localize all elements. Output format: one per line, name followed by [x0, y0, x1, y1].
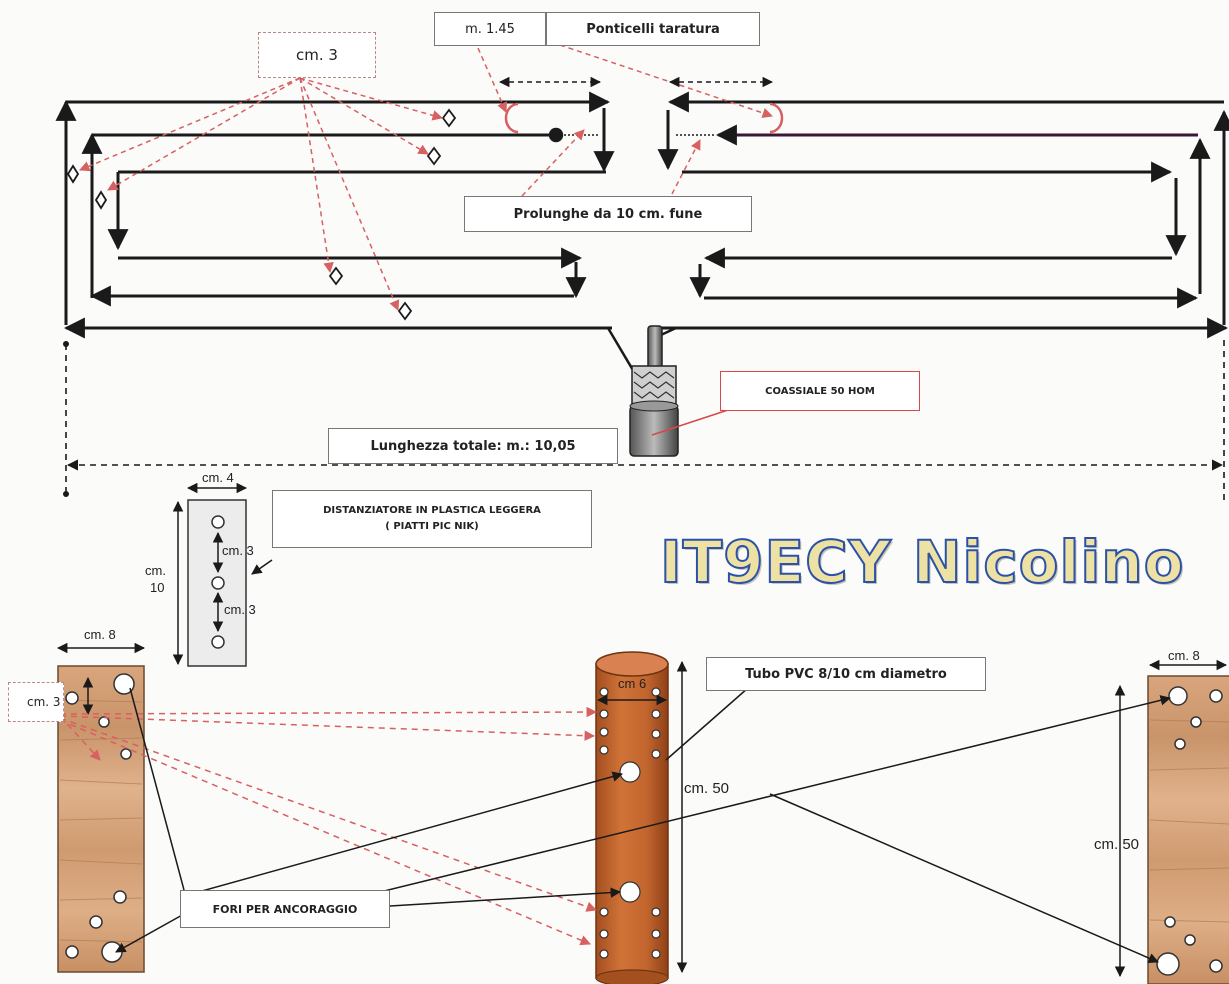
board-left-gap-label: cm. 3: [8, 682, 64, 722]
hole-icon: [65, 691, 79, 705]
hole-icon: [651, 949, 661, 959]
left-dipole-arm: [55, 91, 615, 339]
coax-label: COASSIALE 50 HOM: [720, 371, 920, 411]
hole-icon: [599, 907, 609, 917]
hole-icon: [1184, 934, 1196, 946]
hole-icon: [619, 881, 641, 903]
pvc-pipe: [595, 651, 749, 984]
hole-icon: [1168, 686, 1188, 706]
anchor-leaders: [115, 687, 1172, 964]
spacer-title-line-1: DISTANZIATORE IN PLASTICA LEGGERA: [323, 505, 541, 516]
hole-icon: [211, 576, 225, 590]
right-dipole-arm: [656, 91, 1229, 339]
hole-icon: [1156, 952, 1180, 976]
spacer-width-label: cm. 4: [202, 470, 234, 485]
hole-icon: [599, 727, 609, 737]
pipe-title: Tubo PVC 8/10 cm diametro: [706, 657, 986, 691]
hole-icon: [651, 749, 661, 759]
jumper-leaders: [477, 44, 773, 197]
spacer-gap-2-label: cm. 3: [224, 602, 256, 617]
calibration-jumpers-label: Ponticelli taratura: [546, 12, 760, 46]
total-length-label: Lunghezza totale: m.: 10,05: [328, 428, 618, 464]
hole-icon: [651, 729, 661, 739]
hole-icon: [65, 945, 79, 959]
coax-connector-icon: [606, 325, 729, 457]
board-right-length-label: cm. 50: [1094, 836, 1140, 853]
hole-icon: [599, 709, 609, 719]
spacer-height-label-a: cm.: [145, 563, 166, 578]
hole-icon: [599, 949, 609, 959]
diamond-spacer-icon: [66, 108, 457, 321]
anchor-holes-label: FORI PER ANCORAGGIO: [180, 890, 390, 928]
hole-icon: [619, 761, 641, 783]
hole-icon: [113, 673, 135, 695]
extensions-label: Prolunghe da 10 cm. fune: [464, 196, 752, 232]
hole-icon: [1209, 689, 1223, 703]
hole-icon: [599, 687, 609, 697]
hole-icon: [1164, 916, 1176, 928]
pipe-width-label: cm 6: [618, 676, 647, 691]
hole-icon: [651, 709, 661, 719]
hole-icon: [113, 890, 127, 904]
plastic-spacer: [172, 482, 273, 667]
hole-icon: [651, 687, 661, 697]
spacing-label-top: cm. 3: [258, 32, 376, 78]
brand-title: IT9ECY Nicolino: [659, 527, 1185, 597]
wood-board-left: [56, 642, 146, 973]
pipe-length-label: cm. 50: [684, 780, 730, 797]
hole-icon: [599, 929, 609, 939]
hole-icon: [1209, 959, 1223, 973]
spacer-leaders: [79, 77, 444, 311]
jumper-right-icon: [769, 102, 784, 134]
hole-icon: [101, 941, 123, 963]
hole-icon: [120, 748, 132, 760]
length-145-label: m. 1.45: [434, 12, 546, 46]
board-to-pipe-leaders: [59, 706, 598, 946]
hole-icon: [89, 915, 103, 929]
board-right-width-label: cm. 8: [1168, 648, 1200, 663]
hole-icon: [651, 907, 661, 917]
wood-board-right: [1114, 659, 1229, 984]
jumper-left-icon: [504, 102, 519, 134]
hole-icon: [211, 515, 225, 529]
total-length-dimension: [65, 340, 1225, 500]
spacer-title-line-2: ( PIATTI PIC NIK): [385, 521, 479, 532]
hole-icon: [1174, 738, 1186, 750]
board-left-width-label: cm. 8: [84, 627, 116, 642]
hole-icon: [211, 635, 225, 649]
spacer-height-label-b: 10: [150, 580, 165, 595]
spacer-title: DISTANZIATORE IN PLASTICA LEGGERA ( PIAT…: [272, 490, 592, 548]
hole-icon: [599, 745, 609, 755]
hole-icon: [1190, 716, 1202, 728]
spacer-gap-1-label: cm. 3: [222, 543, 254, 558]
hole-icon: [651, 929, 661, 939]
